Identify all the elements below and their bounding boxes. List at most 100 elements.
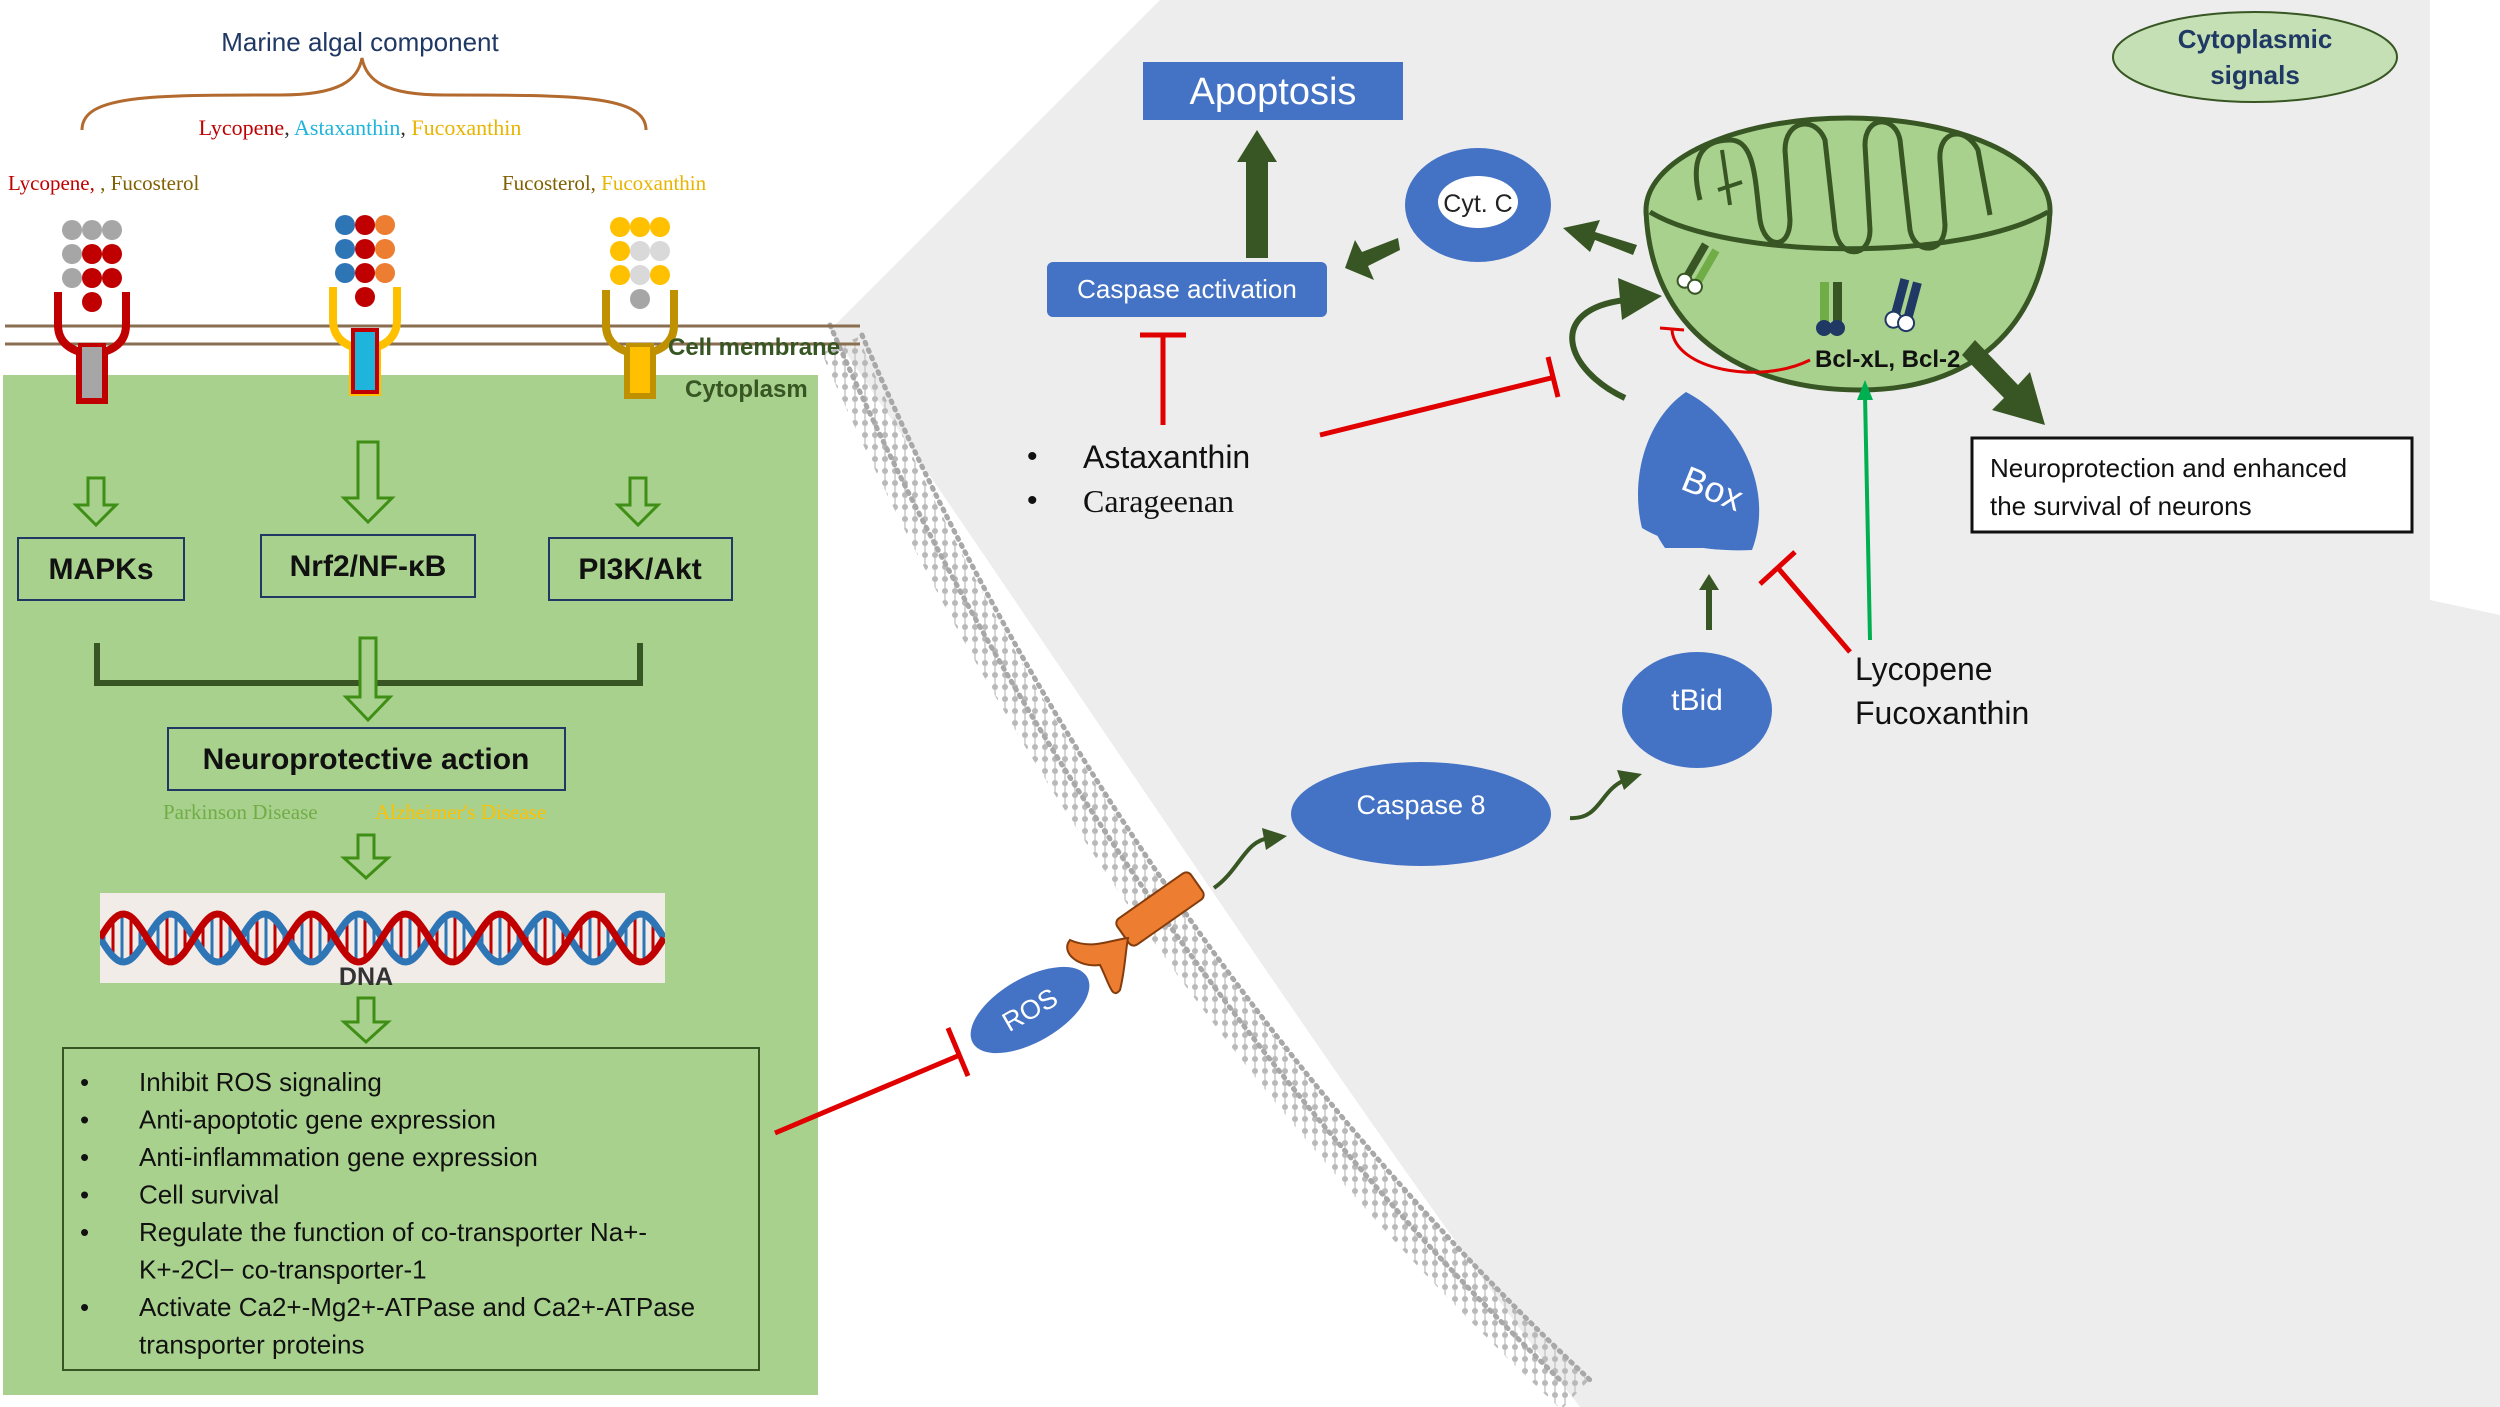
pathway-box-pi3k: PI3K/Akt	[548, 537, 733, 601]
svg-text:Caspase activation: Caspase activation	[1077, 274, 1297, 304]
mito-channel-right	[1884, 278, 1922, 333]
receptor-middle	[329, 215, 401, 396]
receptor-ligand-label: Fucoxanthin	[601, 171, 706, 195]
effect-item: Anti-inflammation gene expression	[139, 1142, 538, 1172]
effect-item: Anti-apoptotic gene expression	[139, 1105, 496, 1135]
arrow-to-neuro-action	[342, 636, 394, 723]
receptor-label-left: Lycopene, , Fucosterol	[8, 171, 199, 195]
header-component: Fucoxanthin	[411, 115, 521, 140]
effect-bullet: •	[80, 1067, 89, 1097]
arrow-cytc-to-caspase	[1345, 238, 1400, 280]
svg-text:Carageenan: Carageenan	[1083, 483, 1234, 519]
receptor-right	[602, 217, 678, 399]
receptor-ligand-label: , Fucosterol	[100, 171, 199, 195]
inhibit-to-box	[1758, 550, 1852, 654]
svg-text:Nrf2/NF-κB: Nrf2/NF-κB	[290, 550, 447, 583]
effect-item: transporter proteins	[139, 1330, 364, 1360]
arrow-to-nrf2	[340, 440, 396, 525]
inhibit-to-caspase-activation	[1140, 332, 1186, 425]
svg-text:Neuroprotective action: Neuroprotective action	[203, 743, 530, 776]
header-components: Lycopene, Astaxanthin, Fucoxanthin	[199, 115, 522, 140]
neuroprotective-action-box: Neuroprotective action	[167, 727, 566, 791]
svg-text:PI3K/Akt: PI3K/Akt	[578, 553, 701, 586]
cytoplasmic-signals-badge: Cytoplasmic signals	[2112, 11, 2398, 103]
outcome-box: Neuroprotection and enhanced the surviva…	[1970, 436, 2414, 534]
dna-label: DNA	[339, 963, 393, 991]
svg-text:MAPKs: MAPKs	[48, 553, 153, 586]
header-component: Lycopene	[199, 115, 285, 140]
svg-text:Caspase 8: Caspase 8	[1356, 790, 1485, 820]
effect-item: K+-2Cl− co-transporter-1	[139, 1255, 427, 1285]
svg-text:tBid: tBid	[1671, 684, 1723, 717]
effect-bullet: •	[80, 1217, 89, 1247]
pathway-box-nrf2: Nrf2/NF-κB	[260, 534, 476, 598]
cell-membrane-label: Cell membrane	[668, 334, 840, 361]
receptor-label-right: Fucosterol, Fucoxanthin	[502, 171, 707, 195]
receptor-ligand-label: Fucosterol,	[502, 171, 601, 195]
mito-channel-mid	[1816, 282, 1845, 336]
inhibit-to-mito-pathway	[1319, 356, 1561, 438]
box-node: Box	[1637, 392, 1760, 551]
death-receptor	[1066, 871, 1205, 995]
svg-text:•: •	[1027, 484, 1038, 517]
inhibitors-right-list: Lycopene Fucoxanthin	[1855, 651, 2029, 731]
arrow-tbid-to-box	[1699, 574, 1719, 630]
apoptosis-box: Apoptosis	[1143, 62, 1403, 120]
cyt-c-node: Cyt. C	[1405, 148, 1551, 262]
svg-text:Cytoplasmic: Cytoplasmic	[2178, 24, 2333, 54]
arrow-caspase-to-apoptosis	[1237, 130, 1277, 258]
effect-item: Regulate the function of co-transporter …	[139, 1217, 647, 1247]
pathway-box-mapks: MAPKs	[17, 537, 185, 601]
effects-list: • Inhibit ROS signaling • Anti-apoptotic ge…	[80, 1067, 695, 1360]
arrow-to-dna	[340, 833, 392, 881]
caspase-activation-box: Caspase activation	[1047, 262, 1327, 317]
effect-bullet: •	[80, 1142, 89, 1172]
dna-helix	[100, 893, 665, 983]
arrow-caspase8-to-tbid	[1569, 770, 1642, 821]
activate-to-bcl	[1857, 380, 1873, 641]
header-component: ,	[400, 115, 411, 140]
effect-item: Inhibit ROS signaling	[139, 1067, 382, 1097]
receptor-ligand-label: Lycopene,	[8, 171, 100, 195]
svg-text:Neuroprotection and enhanced: Neuroprotection and enhanced	[1990, 453, 2347, 483]
inhibitors-left-list: • Astaxanthin • Carageenan	[1027, 439, 1250, 519]
receptor-left	[54, 220, 130, 404]
header-component: ,	[284, 115, 294, 140]
inhibit-effects-to-ros	[774, 1027, 971, 1136]
arrow-to-mapks	[72, 476, 120, 528]
effects-box	[62, 1047, 760, 1371]
arrow-mito-to-cytc	[1563, 220, 1637, 255]
ros-node: ROS	[970, 966, 1090, 1054]
arrow-to-effects	[340, 996, 392, 1045]
effect-bullet: •	[80, 1292, 89, 1322]
arrow-box-to-mito	[1569, 278, 1662, 401]
caspase-8-node: Caspase 8	[1291, 762, 1551, 866]
svg-text:Fucoxanthin: Fucoxanthin	[1855, 695, 2029, 731]
arrow-receptor-to-caspase8	[1212, 828, 1287, 890]
svg-text:•: •	[1027, 440, 1038, 473]
mito-channel-left	[1676, 242, 1720, 295]
mitochondrion	[1643, 115, 2053, 393]
effect-bullet: •	[80, 1180, 89, 1210]
arrow-to-pi3k	[614, 476, 662, 528]
svg-text:Apoptosis: Apoptosis	[1190, 71, 1357, 113]
header-component: Astaxanthin	[294, 115, 400, 140]
effect-item: Cell survival	[139, 1180, 279, 1210]
effect-bullet: •	[80, 1105, 89, 1135]
effect-item: Activate Ca2+-Mg2+-ATPase and Ca2+-ATPas…	[139, 1292, 695, 1322]
svg-text:Cyt. C: Cyt. C	[1443, 190, 1512, 218]
bcl-label: Bcl-xL, Bcl-2	[1815, 346, 1960, 373]
tbid-node: tBid	[1622, 652, 1772, 768]
arrow-mito-to-outcome	[1962, 340, 2045, 425]
svg-text:Lycopene: Lycopene	[1855, 651, 1993, 687]
disease-alzheimer: Alzheimer's Disease	[375, 800, 546, 824]
svg-text:the survival of neurons: the survival of neurons	[1990, 491, 2252, 521]
marine-algal-title: Marine algal component	[221, 27, 499, 57]
disease-parkinson: Parkinson Disease	[163, 800, 318, 824]
header-brace	[80, 57, 648, 131]
cytoplasm-label: Cytoplasm	[685, 376, 808, 403]
inhibit-bcl-curve	[1670, 329, 1811, 374]
svg-text:signals: signals	[2210, 60, 2300, 90]
